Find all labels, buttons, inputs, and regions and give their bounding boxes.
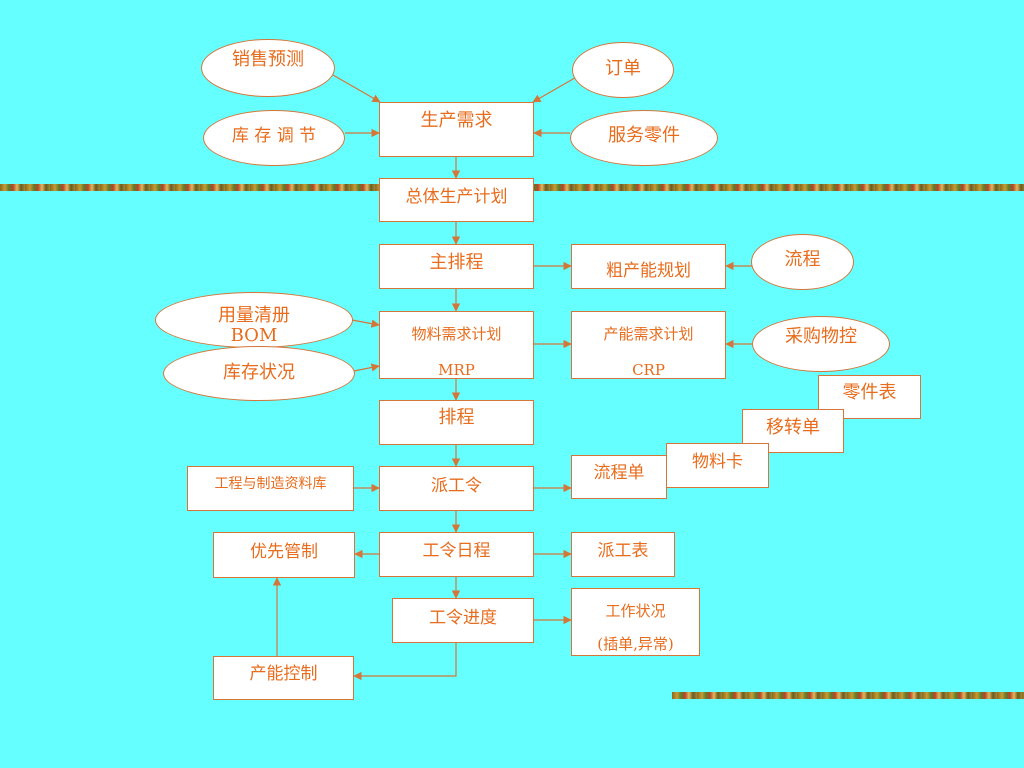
bom-node: 用量清册BOM <box>155 292 353 348</box>
purchase-control-label: 采购物控 <box>785 326 857 347</box>
dispatch-sheet-box: 派工表 <box>571 532 675 577</box>
crp-title: 产能需求计划 <box>603 325 694 343</box>
work-order-progress-label: 工令进度 <box>429 608 497 628</box>
work-status-title: 工作状况 <box>605 602 666 620</box>
scheduling-box: 排程 <box>379 400 534 445</box>
master-schedule-box: 主排程 <box>379 244 534 289</box>
production-demand-label: 生产需求 <box>420 110 493 131</box>
work-status-detail: (插单,异常) <box>597 635 674 654</box>
material-card-box: 物料卡 <box>666 443 769 488</box>
dispatch-order-label: 派工令 <box>431 476 482 496</box>
capacity-control-label: 产能控制 <box>249 664 318 684</box>
sales-forecast-label: 销售预测 <box>232 49 304 70</box>
sales-forecast-node: 销售预测 <box>201 39 335 97</box>
engineering-db-label: 工程与制造资料库 <box>214 476 327 492</box>
flow-sheet-box: 流程单 <box>571 455 667 499</box>
transfer-slip-label: 移转单 <box>766 417 820 438</box>
dispatch-order-box: 派工令 <box>379 466 534 511</box>
master-plan-box: 总体生产计划 <box>379 178 534 222</box>
order-label: 订单 <box>605 58 641 79</box>
dispatch-sheet-label: 派工表 <box>597 541 649 561</box>
flow-node: 流程 <box>751 234 854 290</box>
master-plan-label: 总体生产计划 <box>405 187 508 207</box>
material-card-label: 物料卡 <box>692 452 743 472</box>
inventory-adjust-label: 库 存 调 节 <box>231 126 317 146</box>
scheduling-label: 排程 <box>438 407 475 428</box>
priority-control-label: 优先管制 <box>250 542 318 562</box>
mrp-title: 物料需求计划 <box>411 325 502 343</box>
flow-sheet-label: 流程单 <box>593 463 645 483</box>
mrp-box: 物料需求计划 MRP <box>379 311 534 379</box>
production-demand-box: 生产需求 <box>379 102 534 157</box>
bom-label: 用量清册BOM <box>218 305 290 346</box>
inventory-status-node: 库存状况 <box>163 346 355 401</box>
capacity-control-box: 产能控制 <box>213 656 354 700</box>
flow-label: 流程 <box>784 249 821 270</box>
parts-list-label: 零件表 <box>842 382 897 403</box>
order-node: 订单 <box>572 42 674 98</box>
work-status-box: 工作状况 (插单,异常) <box>571 588 700 656</box>
purchase-control-node: 采购物控 <box>752 316 890 372</box>
rough-capacity-label: 粗产能规划 <box>606 261 691 281</box>
service-parts-node: 服务零件 <box>570 110 718 166</box>
master-schedule-label: 主排程 <box>429 252 484 273</box>
service-parts-label: 服务零件 <box>608 125 680 146</box>
inventory-adjust-node: 库 存 调 节 <box>203 110 345 166</box>
engineering-db-box: 工程与制造资料库 <box>187 466 354 511</box>
parts-list-box: 零件表 <box>818 375 921 419</box>
rough-capacity-box: 粗产能规划 <box>571 244 726 289</box>
inventory-status-label: 库存状况 <box>223 362 295 383</box>
work-order-schedule-label: 工令日程 <box>422 541 491 561</box>
work-order-progress-box: 工令进度 <box>392 598 534 643</box>
crp-box: 产能需求计划 CRP <box>571 311 726 379</box>
priority-control-box: 优先管制 <box>213 532 355 578</box>
crp-abbr: CRP <box>632 361 665 380</box>
work-order-schedule-box: 工令日程 <box>379 532 534 577</box>
mrp-abbr: MRP <box>438 361 475 380</box>
decorative-stripe-bottom <box>672 692 1024 699</box>
